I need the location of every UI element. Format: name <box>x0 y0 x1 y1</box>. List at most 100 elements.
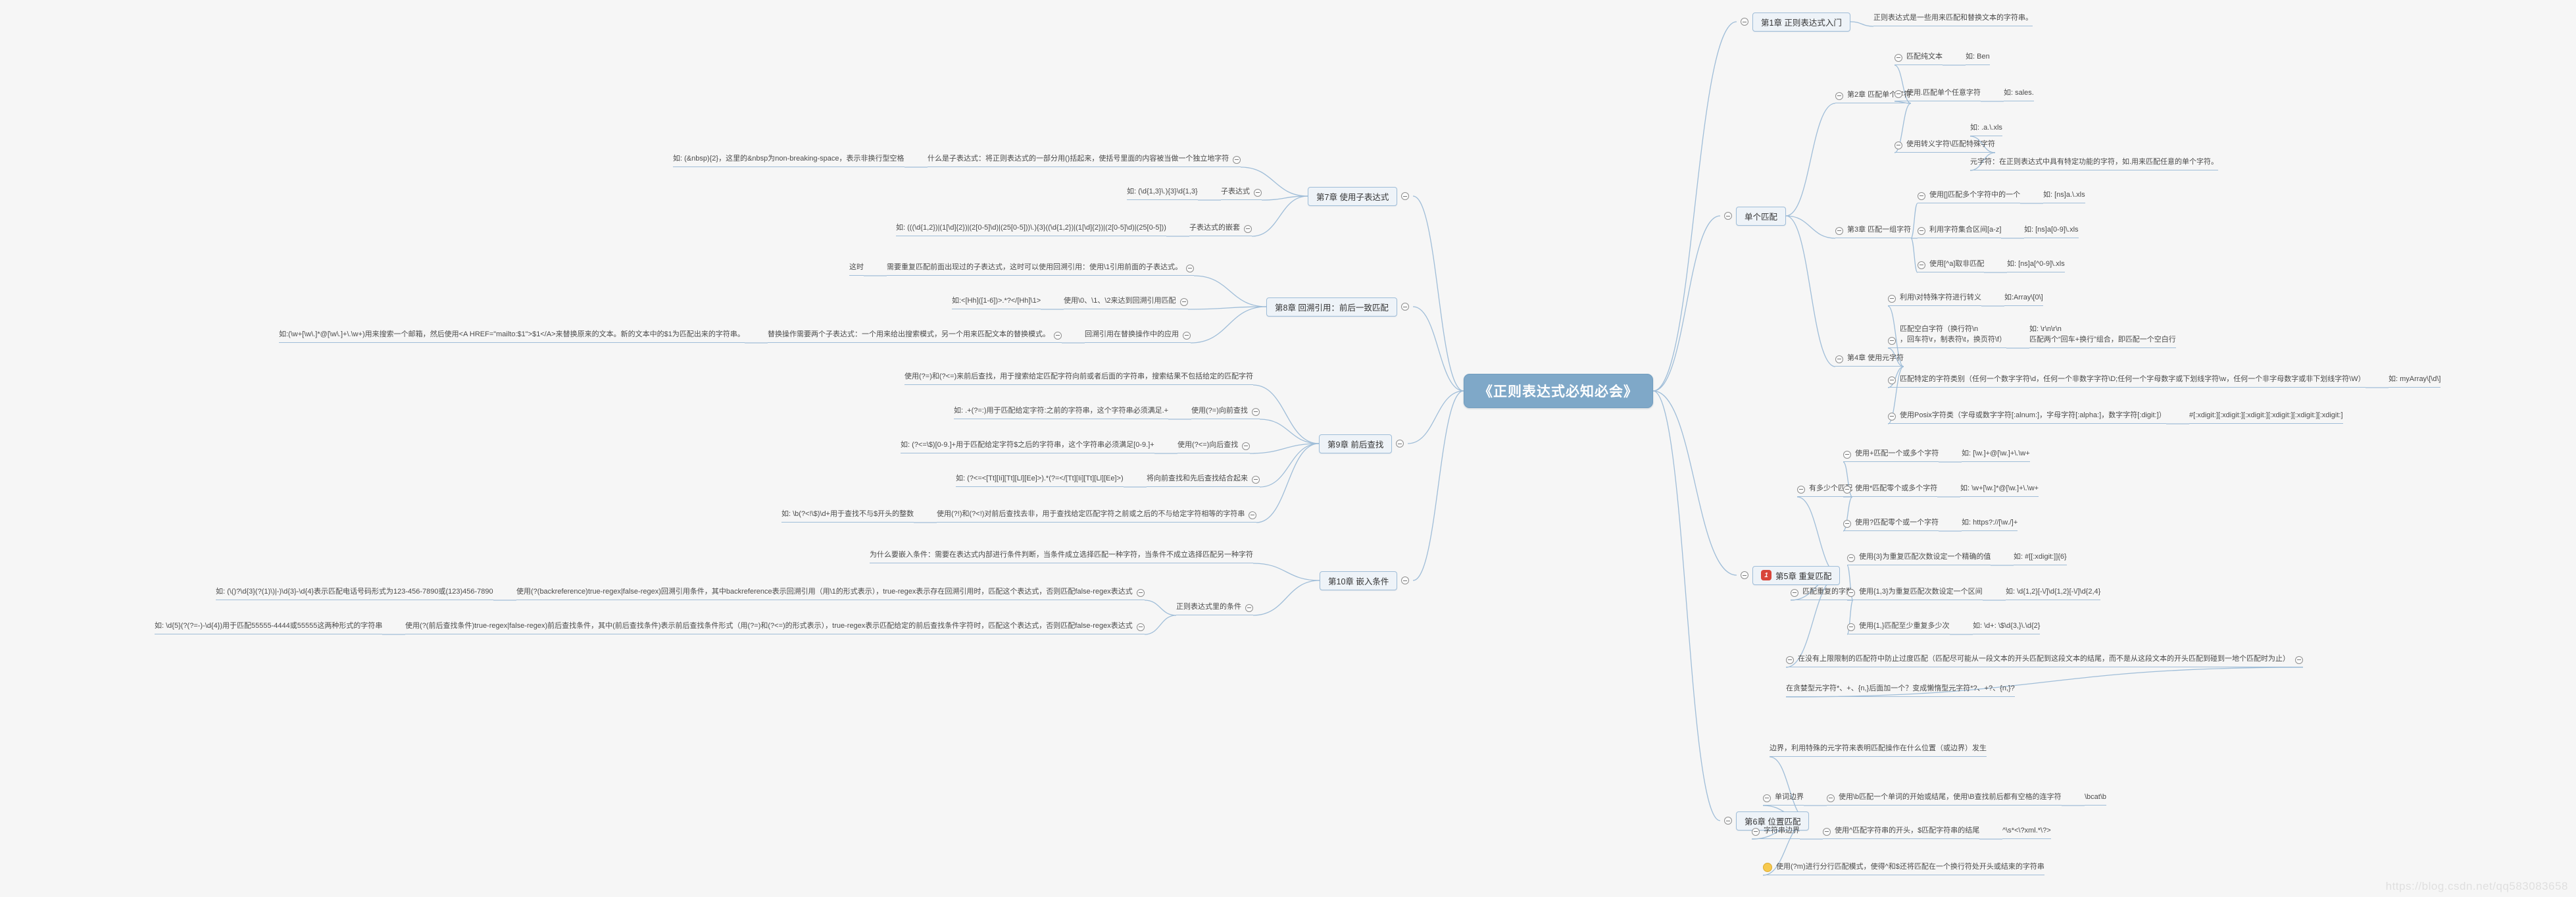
collapse-icon[interactable] <box>2295 655 2303 664</box>
topic-n7c1[interactable]: 如: (((\d{1,2})|(1[\d]{2})|(2[0-5]\d)|(25… <box>896 223 1166 236</box>
topic-n7c[interactable]: 子表达式的嵌套 <box>1189 223 1252 236</box>
collapse-icon[interactable] <box>1888 412 1896 421</box>
topic-n8c[interactable]: 回溯引用在替换操作中的应用 <box>1085 330 1191 343</box>
collapse-icon[interactable] <box>1186 264 1195 272</box>
collapse-icon[interactable] <box>1183 331 1191 340</box>
chapter-box[interactable]: 第10章 嵌入条件 <box>1320 571 1398 590</box>
collapse-icon[interactable] <box>1918 226 1925 235</box>
topic-n9d[interactable]: 将向前查找和先后查找结合起来 <box>1147 474 1260 487</box>
topic-n6c2[interactable]: ^\s*<\?xml.*\?> <box>2002 826 2051 839</box>
topic-n6b[interactable]: 单词边界 <box>1763 792 1804 806</box>
topic-n10b2[interactable]: 使用(?(前后查找条件)true-regex|false-regex)前后查找条… <box>405 621 1145 634</box>
topic-n6a[interactable]: 边界，利用特殊的元字符来表明匹配操作在什么位置（或边界）发生 <box>1770 744 1987 757</box>
collapse-icon[interactable] <box>1888 336 1896 345</box>
topic-n1a[interactable]: 正则表达式是一些用来匹配和替换文本的字符串。 <box>1873 13 2033 26</box>
topic-n2b[interactable]: 使用.匹配单个任意字符 <box>1895 88 1981 101</box>
collapse-icon[interactable] <box>1136 588 1145 597</box>
topic-n6b2[interactable]: \bcat\b <box>2085 792 2107 806</box>
topic-n5c[interactable]: 在没有上限限制的匹配符中防止过度匹配（匹配尽可能从一段文本的开头匹配到这段文本的… <box>1786 654 2303 667</box>
topic-n9b[interactable]: 使用(?=)向前查找 <box>1191 406 1260 419</box>
topic-n9b1[interactable]: 如: .+(?=:)用于匹配给定字符:之前的字符串，这个字符串必须满足.+ <box>954 406 1169 419</box>
topic-n8a1[interactable]: 这时 <box>849 263 864 276</box>
topic-ch7[interactable]: 第7章 使用子表达式 <box>1308 186 1413 206</box>
collapse-icon[interactable] <box>1843 519 1851 528</box>
collapse-icon[interactable] <box>1895 90 1902 98</box>
topic-ch3[interactable]: 第3章 匹配一组字符 <box>1835 225 1912 238</box>
topic-n5a1[interactable]: 使用+匹配一个或多个字符 <box>1843 449 1939 462</box>
topic-n9e[interactable]: 使用(?!)和(?<!)对前后查找去非，用于查找给定匹配字符之前或之后的不与给定… <box>937 509 1257 523</box>
central-topic[interactable]: 《正则表达式必知必会》 <box>1464 374 1653 408</box>
chapter-box[interactable]: 第9章 前后查找 <box>1319 434 1393 453</box>
collapse-icon[interactable] <box>1797 485 1805 494</box>
topic-n4d1[interactable]: #[:xdigit:][:xdigit:][:xdigit:][:xdigit:… <box>2189 411 2343 424</box>
topic-n6c1[interactable]: 使用^匹配字符串的开头，$匹配字符串的结尾 <box>1823 826 1980 839</box>
topic-n7a1[interactable]: 如: (&nbsp){2}，这里的&nbsp为non-breaking-spac… <box>673 154 904 167</box>
topic-n5b2x[interactable]: 如: \d{1,2}[-\/]\d{1,2}[-\/]\d{2,4} <box>2006 587 2101 600</box>
topic-ch8[interactable]: 第8章 回溯引用：前后一致匹配 <box>1266 297 1413 317</box>
topic-n2a1[interactable]: 如: Ben <box>1966 52 1990 65</box>
chapter-box[interactable]: 单个匹配 <box>1736 206 1787 226</box>
collapse-icon[interactable] <box>1251 407 1260 416</box>
topic-n9c1[interactable]: 如: (?<=\$)[0-9.]+用于匹配给定字符$之后的字符串，这个字符串必须… <box>901 440 1154 453</box>
topic-n5a3[interactable]: 使用?匹配零个或一个字符 <box>1843 518 1939 531</box>
collapse-icon[interactable] <box>1895 141 1902 149</box>
topic-n4c[interactable]: 匹配特定的字符类别（任何一个数字字符\d，任何一个非数字字符\D;任何一个字母数… <box>1888 374 2365 388</box>
topic-n9d1[interactable]: 如: (?<=<[Tt][Ii][Tt][Ll][Ee]>).*(?=</[Tt… <box>956 474 1124 487</box>
collapse-icon[interactable] <box>1835 91 1843 100</box>
topic-n5a[interactable]: 有多少个匹配 <box>1797 484 1852 497</box>
collapse-icon[interactable] <box>1400 303 1409 311</box>
collapse-icon[interactable] <box>1791 588 1798 597</box>
topic-n3b1[interactable]: 如: [ns]a[0-9]\.xls <box>2024 225 2079 238</box>
topic-n5a3x[interactable]: 如: https?://[\w./]+ <box>1962 518 2018 531</box>
topic-n3c[interactable]: 使用[^a]取非匹配 <box>1918 259 1985 272</box>
topic-ch4[interactable]: 第4章 使用元字符 <box>1835 353 1904 367</box>
topic-n9a[interactable]: 使用(?=)和(?<=)来前后查找，用于搜索给定匹配字符向前或者后面的字符串，搜… <box>904 372 1254 385</box>
chapter-box[interactable]: 第8章 回溯引用：前后一致匹配 <box>1266 297 1397 317</box>
topic-n4b1[interactable]: 如: \r\n\r\n 匹配两个“回车+换行”组合，即匹配一个空白行 <box>2029 324 2176 348</box>
topic-n9e1[interactable]: 如: \b(?<!\$)\d+用于查找不与$开头的整数 <box>781 509 914 523</box>
topic-ch1[interactable]: 第1章 正则表达式入门 <box>1737 12 1850 32</box>
collapse-icon[interactable] <box>1245 603 1253 612</box>
topic-n4b[interactable]: 匹配空白字符（换行符\n ，回车符\r，制表符\t，换页符\f） <box>1888 324 2006 348</box>
topic-n7b[interactable]: 子表达式 <box>1221 187 1262 200</box>
collapse-icon[interactable] <box>1054 331 1062 340</box>
topic-n6c[interactable]: 字符串边界 <box>1752 826 1800 839</box>
topic-n5b3[interactable]: 使用{1,}匹配至少重复多少次 <box>1847 621 1950 634</box>
collapse-icon[interactable] <box>1918 192 1925 200</box>
topic-ch6[interactable]: 第6章 位置匹配 <box>1720 811 1810 831</box>
topic-n5b2[interactable]: 使用{1,3}为重复匹配次数设定一个区间 <box>1847 587 1983 600</box>
collapse-icon[interactable] <box>1918 261 1925 269</box>
topic-root[interactable]: 《正则表达式必知必会》 <box>1464 374 1653 408</box>
collapse-icon[interactable] <box>1843 450 1851 459</box>
topic-n5c1[interactable]: 在贪婪型元字符*、+、{n,}后面加一个？变成懒惰型元字符*?、+?、{n,}? <box>1786 684 2015 697</box>
topic-n10b1a[interactable]: 如: (\()?\d{3}(?(1)\)|-)\d{3}-\d{4}表示匹配电话… <box>216 587 493 600</box>
topic-n3b[interactable]: 利用字符集合区间[a-z] <box>1918 225 2002 238</box>
collapse-icon[interactable] <box>1847 588 1855 597</box>
collapse-icon[interactable] <box>1835 355 1843 363</box>
chapter-box[interactable]: 第7章 使用子表达式 <box>1308 186 1398 206</box>
topic-n3a1[interactable]: 如: [ns]a.\.xls <box>2043 190 2085 203</box>
topic-n2c2[interactable]: 元字符：在正则表达式中具有特定功能的字符，如.用来匹配任意的单个字符。 <box>1970 157 2219 170</box>
collapse-icon[interactable] <box>1249 511 1257 519</box>
collapse-icon[interactable] <box>1252 475 1260 484</box>
topic-n10b1[interactable]: 使用(?(backreference)true-regex|false-rege… <box>516 587 1145 600</box>
chapter-box[interactable]: 第6章 位置匹配 <box>1736 811 1810 831</box>
topic-n10a[interactable]: 为什么要嵌入条件：需要在表达式内部进行条件判断，当条件成立选择匹配一种字符，当条… <box>870 550 1253 563</box>
chapter-box[interactable]: 第1章 正则表达式入门 <box>1752 12 1850 32</box>
topic-n2c1[interactable]: 如: .a.\.xls <box>1970 123 2002 136</box>
topic-n6d[interactable]: 使用(?m)进行分行匹配模式，使得^和$还将匹配在一个换行符处开头或结束的字符串 <box>1763 862 2044 875</box>
topic-n7b1[interactable]: 如: (\d{1,3}\.){3}\d{1,3} <box>1127 187 1198 200</box>
collapse-icon[interactable] <box>1786 655 1794 664</box>
topic-n5b[interactable]: 匹配重复的字数 <box>1791 587 1853 600</box>
collapse-icon[interactable] <box>1401 577 1410 584</box>
topic-n2a[interactable]: 匹配纯文本 <box>1895 52 1943 65</box>
collapse-icon[interactable] <box>1847 553 1855 562</box>
collapse-icon[interactable] <box>1888 294 1896 303</box>
collapse-icon[interactable] <box>1233 155 1241 164</box>
topic-ch9[interactable]: 第9章 前后查找 <box>1319 434 1408 453</box>
topic-n6b1[interactable]: 使用\b匹配一个单词的开始或结尾，使用\B查找前后都有空格的连字符 <box>1827 792 2062 806</box>
collapse-icon[interactable] <box>1823 827 1831 836</box>
collapse-icon[interactable] <box>1835 226 1843 235</box>
